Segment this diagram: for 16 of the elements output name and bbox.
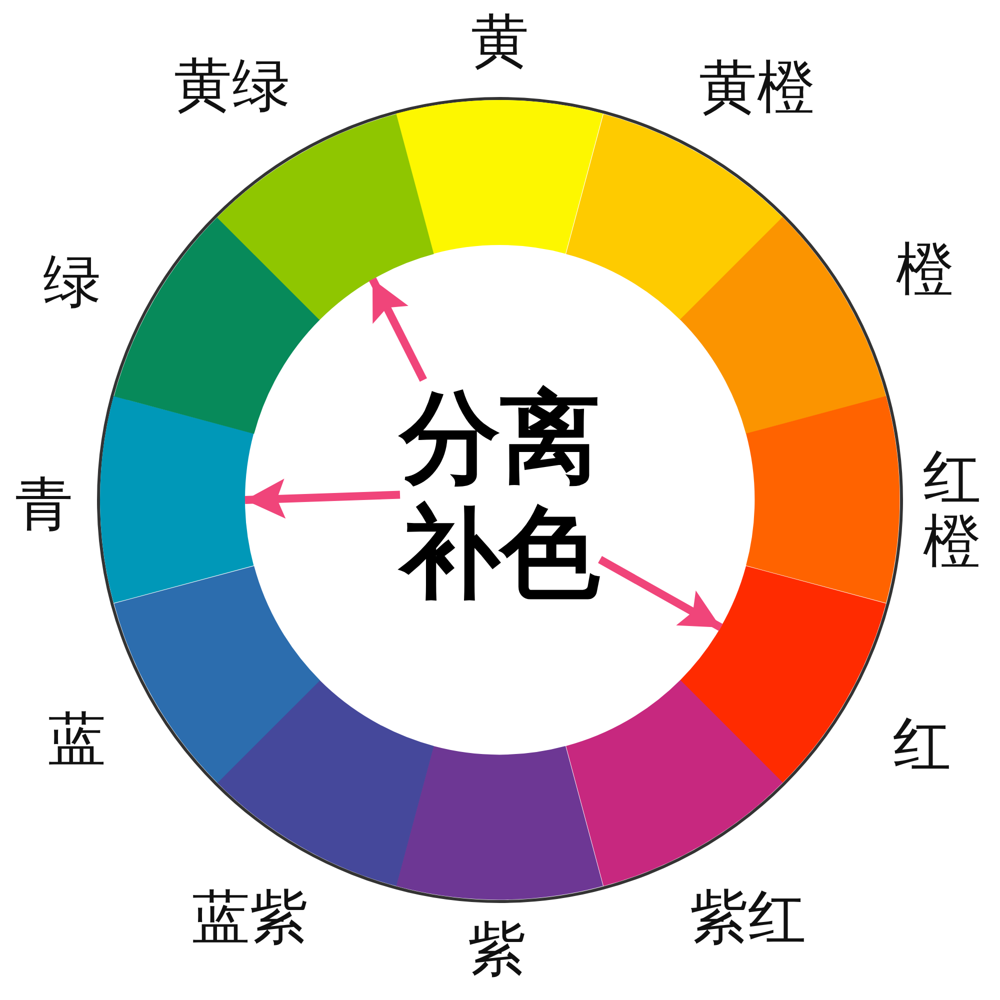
color-name: 青: [15, 473, 73, 537]
arrow: [244, 478, 400, 519]
color-name: 黄橙: [698, 56, 815, 120]
color-name: 红: [892, 713, 951, 777]
color-name: 红橙: [922, 446, 981, 574]
color-name: 蓝紫: [192, 886, 308, 950]
arrow: [368, 277, 427, 382]
color-name: 紫: [468, 918, 526, 982]
color-name: 黄: [470, 10, 529, 74]
color-name: 紫红: [690, 886, 806, 950]
color-name: 橙: [896, 238, 954, 302]
color-name: 绿: [43, 250, 101, 314]
color-name: 黄绿: [174, 54, 290, 118]
arrow: [598, 556, 723, 631]
center-title: 分离补色: [400, 380, 600, 610]
color-name: 蓝: [48, 708, 106, 772]
